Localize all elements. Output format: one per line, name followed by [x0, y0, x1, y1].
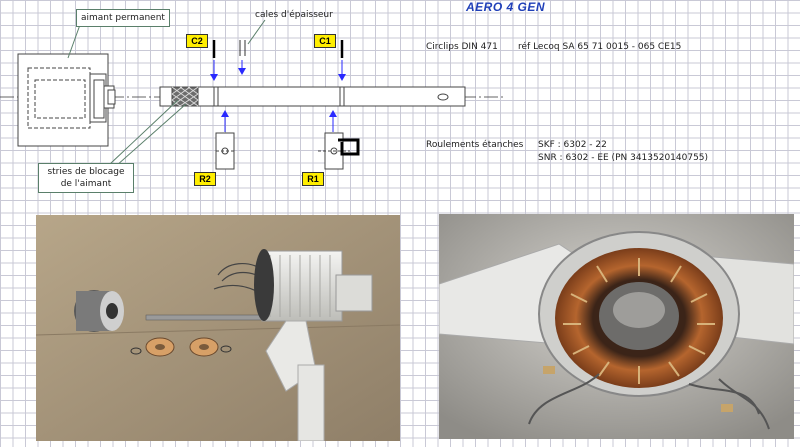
- photo-stator: [439, 214, 794, 439]
- arrow-up: [221, 110, 337, 132]
- photo-disassembled-parts: [36, 215, 400, 441]
- bearing-r1: [318, 132, 350, 170]
- bearing-r2: [215, 132, 235, 170]
- label-shims-text: cales d'épaisseur: [255, 10, 333, 20]
- page-title: AERO 4 GEN: [466, 0, 546, 14]
- magnet-rotor: [74, 290, 124, 332]
- note-snr: SNR : 6302 - EE (PN 3413520140755): [538, 153, 709, 163]
- leader-lines: [67, 19, 266, 167]
- tag-c1: C1: [314, 34, 336, 48]
- stator-teeth: [563, 258, 715, 384]
- note-circlips-ref: réf Lecoq SA 65 71 0015 - 065 CE15: [518, 42, 682, 52]
- arrow-down: [210, 60, 346, 81]
- terminal: [543, 366, 555, 374]
- label-grooves-line2: de l'aimant: [60, 179, 112, 189]
- label-magnet-text: aimant permanent: [81, 13, 165, 23]
- generator-housing-photo: [254, 249, 373, 441]
- note-circlips: Circlips DIN 471: [426, 42, 498, 52]
- lead-wires: [528, 373, 770, 430]
- tag-c2: C2: [186, 34, 208, 48]
- magnet-assembly: [17, 53, 116, 147]
- circlip-symbol: [338, 138, 360, 156]
- shaft: [159, 86, 466, 107]
- note-skf: SKF : 6302 - 22: [538, 140, 607, 150]
- note-bearings: Roulements étanches: [426, 140, 524, 150]
- tag-r1: R1: [302, 172, 324, 186]
- label-grooves: stries de blocage de l'aimant: [38, 163, 134, 193]
- shaft-photo: [145, 314, 267, 321]
- bearings-photo: [130, 337, 232, 357]
- label-grooves-line1: stries de blocage: [47, 167, 125, 177]
- label-magnet: aimant permanent: [76, 9, 170, 27]
- tag-r2: R2: [194, 172, 216, 186]
- label-shims: cales d'épaisseur: [250, 6, 338, 24]
- technical-diagram: [0, 19, 505, 170]
